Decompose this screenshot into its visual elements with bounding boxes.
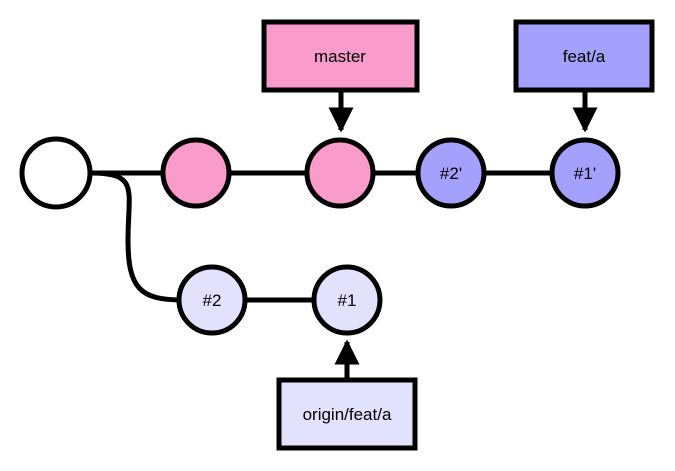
commit-pink-a <box>160 137 232 209</box>
commit-root-circle <box>19 136 93 210</box>
ref-feat-a-label: feat/a <box>563 47 606 66</box>
ref-feat-a-box <box>513 19 655 93</box>
commit-root <box>19 136 93 210</box>
commit-pink-b-circle <box>304 137 376 209</box>
commit-rebased-2: #2' <box>415 137 487 209</box>
ref-origin-feat-a-label: origin/feat/a <box>303 405 392 424</box>
commit-rebased-1: #1' <box>549 137 621 209</box>
commit-rebased-2-circle <box>415 137 487 209</box>
edge-root-orig-2-curve <box>89 170 183 303</box>
commit-orig-1: #1 <box>311 264 383 336</box>
commit-orig-2-label: #2 <box>203 291 222 310</box>
commit-rebased-2-label: #2' <box>440 164 462 183</box>
ref-origin-feat-a: origin/feat/a <box>276 377 418 451</box>
commit-orig-2-circle <box>176 264 248 336</box>
commit-rebased-1-label: #1' <box>574 164 596 183</box>
commit-rebased-1-circle <box>549 137 621 209</box>
ref-master-label: master <box>314 47 366 66</box>
commit-orig-1-circle <box>311 264 383 336</box>
commit-orig-2: #2 <box>176 264 248 336</box>
commit-orig-1-label: #1 <box>338 291 357 310</box>
commit-pink-b <box>304 137 376 209</box>
commit-pink-a-circle <box>160 137 232 209</box>
ref-master-box <box>261 19 420 93</box>
ref-master: master <box>261 19 420 93</box>
ref-feat-a: feat/a <box>513 19 655 93</box>
ref-origin-feat-a-box <box>276 377 418 451</box>
